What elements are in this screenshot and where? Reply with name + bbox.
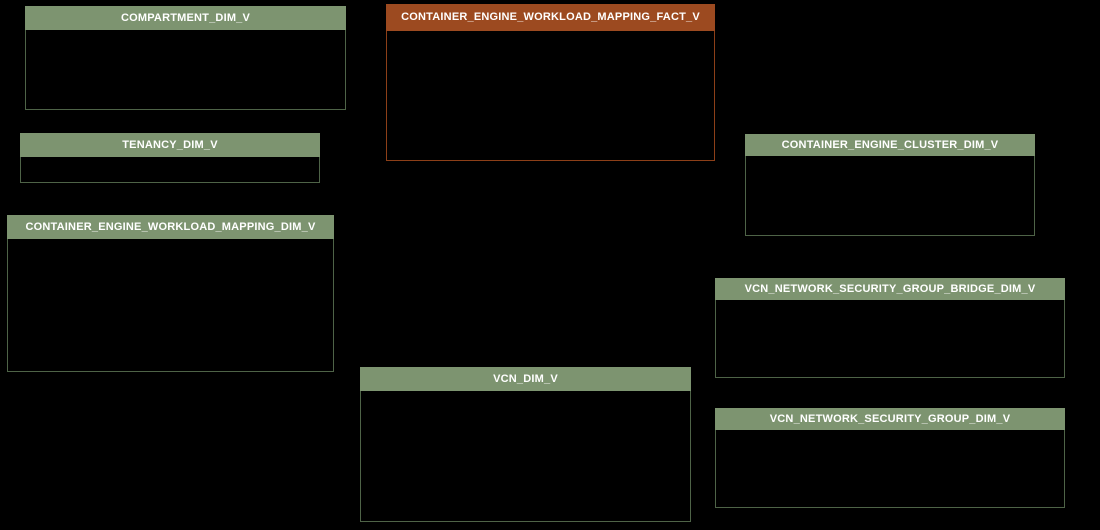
table-body-container-engine-workload-mapping-fact-v (386, 31, 715, 161)
table-header-container-engine-workload-mapping-dim-v[interactable]: CONTAINER_ENGINE_WORKLOAD_MAPPING_DIM_V (7, 215, 334, 239)
table-node-tenancy-dim-v[interactable]: TENANCY_DIM_V (20, 133, 320, 183)
table-body-compartment-dim-v (25, 30, 346, 110)
table-header-compartment-dim-v[interactable]: COMPARTMENT_DIM_V (25, 6, 346, 30)
table-body-container-engine-cluster-dim-v (745, 156, 1035, 236)
table-header-vcn-network-security-group-dim-v[interactable]: VCN_NETWORK_SECURITY_GROUP_DIM_V (715, 408, 1065, 430)
table-node-vcn-network-security-group-bridge-dim-v[interactable]: VCN_NETWORK_SECURITY_GROUP_BRIDGE_DIM_V (715, 278, 1065, 378)
table-node-vcn-network-security-group-dim-v[interactable]: VCN_NETWORK_SECURITY_GROUP_DIM_V (715, 408, 1065, 508)
table-body-tenancy-dim-v (20, 157, 320, 183)
table-node-compartment-dim-v[interactable]: COMPARTMENT_DIM_V (25, 6, 346, 110)
table-header-vcn-network-security-group-bridge-dim-v[interactable]: VCN_NETWORK_SECURITY_GROUP_BRIDGE_DIM_V (715, 278, 1065, 300)
table-body-vcn-dim-v (360, 391, 691, 522)
table-header-container-engine-cluster-dim-v[interactable]: CONTAINER_ENGINE_CLUSTER_DIM_V (745, 134, 1035, 156)
table-node-container-engine-workload-mapping-dim-v[interactable]: CONTAINER_ENGINE_WORKLOAD_MAPPING_DIM_V (7, 215, 334, 372)
table-body-vcn-network-security-group-dim-v (715, 430, 1065, 508)
table-header-container-engine-workload-mapping-fact-v[interactable]: CONTAINER_ENGINE_WORKLOAD_MAPPING_FACT_V (386, 4, 715, 31)
table-body-container-engine-workload-mapping-dim-v (7, 239, 334, 372)
table-header-tenancy-dim-v[interactable]: TENANCY_DIM_V (20, 133, 320, 157)
table-node-vcn-dim-v[interactable]: VCN_DIM_V (360, 367, 691, 522)
table-node-container-engine-cluster-dim-v[interactable]: CONTAINER_ENGINE_CLUSTER_DIM_V (745, 134, 1035, 236)
table-header-vcn-dim-v[interactable]: VCN_DIM_V (360, 367, 691, 391)
table-node-container-engine-workload-mapping-fact-v[interactable]: CONTAINER_ENGINE_WORKLOAD_MAPPING_FACT_V (386, 4, 715, 161)
table-body-vcn-network-security-group-bridge-dim-v (715, 300, 1065, 378)
